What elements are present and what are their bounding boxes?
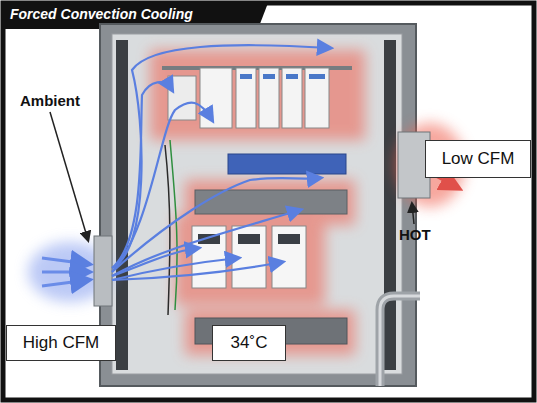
ambient-air-arrows bbox=[42, 258, 88, 286]
wire-duct bbox=[116, 40, 128, 370]
airflow-arrows bbox=[112, 45, 330, 280]
conduit-pipe bbox=[380, 296, 420, 386]
annotation-label: Ambient bbox=[20, 92, 80, 109]
enclosure-door bbox=[100, 24, 416, 386]
callout-text: Low CFM bbox=[442, 149, 515, 169]
io-module bbox=[305, 68, 329, 128]
terminal-block bbox=[228, 154, 346, 174]
io-module bbox=[282, 68, 302, 128]
outer-frame bbox=[3, 3, 534, 400]
motor-drives bbox=[192, 226, 306, 288]
wire-duct bbox=[384, 40, 396, 370]
callout-box: High CFM bbox=[6, 325, 116, 361]
io-module bbox=[259, 68, 279, 128]
callout-box: 34˚C bbox=[212, 325, 286, 361]
leader-line bbox=[412, 204, 414, 224]
plc-cpu bbox=[200, 68, 232, 128]
leader-line bbox=[50, 112, 88, 240]
annotation-label: HOT bbox=[399, 226, 431, 243]
back-plate bbox=[112, 34, 402, 374]
heat-glow bbox=[150, 50, 465, 355]
callout-text: 34˚C bbox=[231, 333, 268, 353]
inlet-fan bbox=[94, 236, 112, 306]
io-module bbox=[236, 68, 256, 128]
conduit-highlight bbox=[380, 296, 420, 386]
diagram-title: Forced Convection Cooling bbox=[10, 6, 193, 22]
module-labels bbox=[240, 74, 325, 79]
callout-box: Low CFM bbox=[425, 140, 531, 178]
callout-text: High CFM bbox=[23, 333, 100, 353]
